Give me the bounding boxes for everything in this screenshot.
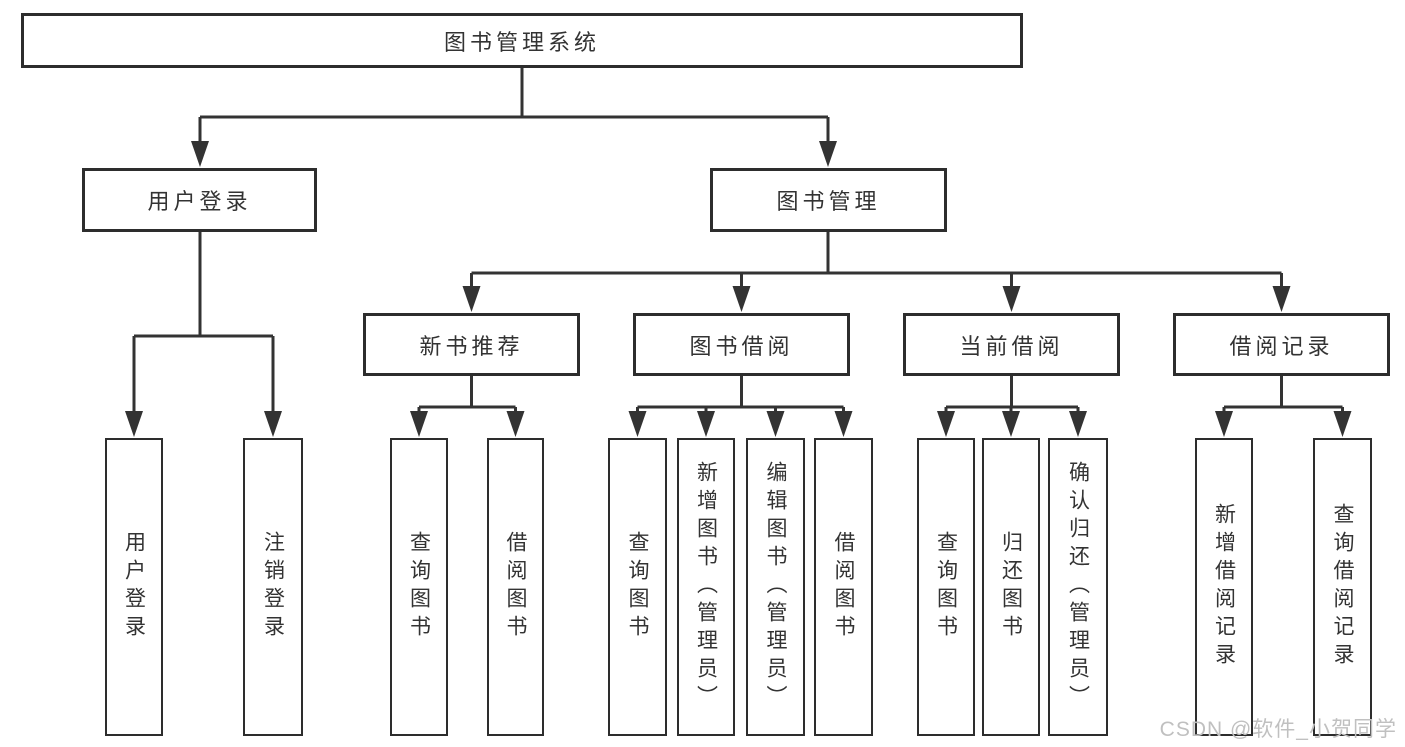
connector-book-borrowing-branch bbox=[636, 376, 845, 412]
arrowhead bbox=[506, 411, 525, 437]
leaf-logout: 注销登录 bbox=[243, 438, 303, 736]
node-book-borrowing: 图书借阅 bbox=[633, 313, 850, 376]
leaf-return-books: 归还图书 bbox=[982, 438, 1040, 736]
node-current-borrowing: 当前借阅 bbox=[903, 313, 1120, 376]
node-book-management: 图书管理 bbox=[710, 168, 947, 232]
leaf-borrow-books: 借阅图书 bbox=[487, 438, 544, 736]
leaf-add-books-admin: 新增图书（管理员） bbox=[677, 438, 735, 736]
arrowhead bbox=[462, 286, 481, 312]
leaf-label: 确认归还（管理员） bbox=[1066, 461, 1090, 713]
leaf-confirm-return-admin: 确认归还（管理员） bbox=[1048, 438, 1108, 736]
leaf-label: 借阅图书 bbox=[832, 531, 855, 643]
leaf-label: 归还图书 bbox=[999, 531, 1023, 643]
leaf-label: 新增借阅记录 bbox=[1212, 503, 1236, 671]
leaf-label: 查询图书 bbox=[407, 531, 431, 643]
arrowhead bbox=[834, 411, 853, 437]
arrowhead bbox=[191, 141, 209, 167]
leaf-query-books: 查询图书 bbox=[390, 438, 448, 736]
leaf-label: 借阅图书 bbox=[504, 531, 527, 643]
leaf-user-login: 用户登录 bbox=[105, 438, 163, 736]
connector-current-borrowing-branch bbox=[944, 376, 1080, 412]
leaf-label: 查询借阅记录 bbox=[1331, 503, 1354, 671]
leaf-query-borrow-record: 查询借阅记录 bbox=[1313, 438, 1372, 736]
connector-book-management-branch bbox=[470, 232, 1283, 287]
node-borrowing-records: 借阅记录 bbox=[1173, 313, 1390, 376]
leaf-label: 注销登录 bbox=[261, 531, 285, 643]
arrowhead bbox=[1215, 411, 1233, 437]
node-new-book-recommend: 新书推荐 bbox=[363, 313, 580, 376]
node-user-login: 用户登录 bbox=[82, 168, 317, 232]
arrowhead bbox=[410, 411, 428, 437]
node-library-system: 图书管理系统 bbox=[21, 13, 1023, 68]
connector-root-to-level2 bbox=[198, 68, 830, 142]
arrowhead bbox=[1272, 286, 1291, 312]
leaf-query-books: 查询图书 bbox=[917, 438, 975, 736]
arrowhead bbox=[819, 141, 837, 167]
watermark: CSDN @软件_小贺同学 bbox=[1159, 718, 1397, 741]
leaf-label: 新增图书（管理员） bbox=[694, 461, 718, 713]
arrowhead bbox=[125, 411, 143, 437]
connector-user-login-branch bbox=[132, 232, 275, 412]
leaf-label: 查询图书 bbox=[934, 531, 958, 643]
arrowhead bbox=[937, 411, 955, 437]
arrowhead bbox=[1333, 411, 1352, 437]
connector-new-book-recommend-branch bbox=[417, 376, 517, 412]
arrowhead bbox=[766, 411, 785, 437]
connector-borrowing-records-branch bbox=[1222, 376, 1344, 412]
arrowhead bbox=[1002, 411, 1020, 437]
leaf-label: 编辑图书（管理员） bbox=[764, 461, 787, 713]
leaf-label: 查询图书 bbox=[626, 531, 649, 643]
arrowhead bbox=[697, 411, 715, 437]
arrowhead bbox=[732, 286, 751, 312]
arrowhead bbox=[628, 411, 647, 437]
arrowhead bbox=[264, 411, 282, 437]
leaf-add-borrow-record: 新增借阅记录 bbox=[1195, 438, 1253, 736]
leaf-label: 用户登录 bbox=[122, 531, 146, 643]
leaf-borrow-books: 借阅图书 bbox=[814, 438, 873, 736]
leaf-edit-books-admin: 编辑图书（管理员） bbox=[746, 438, 805, 736]
leaf-query-books: 查询图书 bbox=[608, 438, 667, 736]
arrowhead bbox=[1069, 411, 1087, 437]
arrowhead bbox=[1002, 286, 1021, 312]
